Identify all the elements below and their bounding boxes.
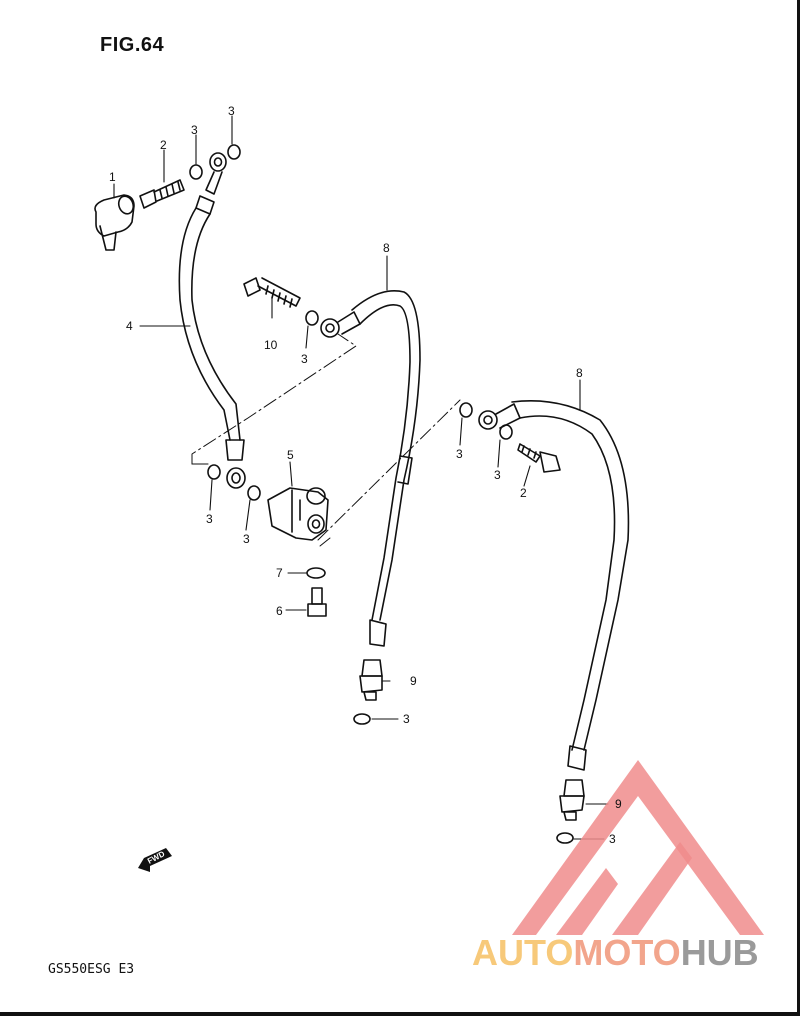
part-9-union-middle	[359, 659, 383, 701]
callout-3: 3	[403, 712, 410, 726]
callout-6: 6	[276, 604, 283, 618]
callout-8: 8	[383, 241, 390, 255]
callout-3: 3	[243, 532, 250, 546]
callout-2: 2	[160, 138, 167, 152]
callout-3: 3	[206, 512, 213, 526]
model-code: GS550ESG E3	[48, 962, 135, 977]
part-10-union-bolt	[243, 277, 301, 308]
callout-3: 3	[494, 468, 501, 482]
callout-3: 3	[609, 832, 616, 846]
callout-1: 1	[109, 170, 116, 184]
part-5-three-way-joint	[267, 487, 329, 541]
frame-border-bottom	[0, 1012, 800, 1016]
part-1-rubber-cap	[94, 194, 135, 251]
part-3-washer-upper-a	[189, 164, 203, 180]
watermark-hub: HUB	[680, 932, 759, 973]
part-4-brake-hose	[178, 152, 246, 489]
part-3-washer-bottom-mid	[353, 713, 371, 725]
callout-leaders	[113, 115, 609, 840]
watermark-auto: AUTO	[472, 932, 574, 973]
callout-9: 9	[410, 674, 417, 688]
callout-10: 10	[264, 338, 278, 352]
part-3-washer-right-b	[499, 424, 513, 440]
part-3-washer-joint-a	[207, 464, 221, 480]
callout-8: 8	[576, 366, 583, 380]
frame-border-right	[797, 0, 800, 1016]
part-3-washer-bottom-right	[556, 832, 574, 844]
automotohub-logo-icon	[512, 760, 764, 935]
callout-3: 3	[191, 123, 198, 137]
part-7-washer	[306, 567, 326, 579]
automotohub-watermark: AUTOMOTOHUB	[472, 932, 759, 974]
part-3-washer-mid	[305, 310, 319, 326]
part-3-washer-right-a	[459, 402, 473, 418]
part-2-union-bolt-upper	[139, 179, 185, 209]
part-3-washer-joint-b	[247, 485, 261, 501]
callout-4: 4	[126, 319, 133, 333]
figure-title: FIG.64	[100, 34, 165, 56]
part-2-union-bolt-right	[517, 443, 561, 473]
part-6-bolt	[307, 587, 327, 617]
callout-3: 3	[456, 447, 463, 461]
part-8-brake-hose-middle	[320, 290, 421, 647]
callout-9: 9	[615, 797, 622, 811]
part-8-brake-hose-right	[478, 400, 630, 771]
watermark-moto: MOTO	[573, 932, 681, 973]
part-3-washer-upper-b	[227, 144, 241, 160]
alignment-lines	[191, 333, 461, 547]
callout-2: 2	[520, 486, 527, 500]
forward-arrow-icon	[138, 848, 172, 872]
callout-3: 3	[301, 352, 308, 366]
callout-3: 3	[228, 104, 235, 118]
callout-5: 5	[287, 448, 294, 462]
callout-7: 7	[276, 566, 283, 580]
part-9-union-right	[559, 779, 585, 821]
